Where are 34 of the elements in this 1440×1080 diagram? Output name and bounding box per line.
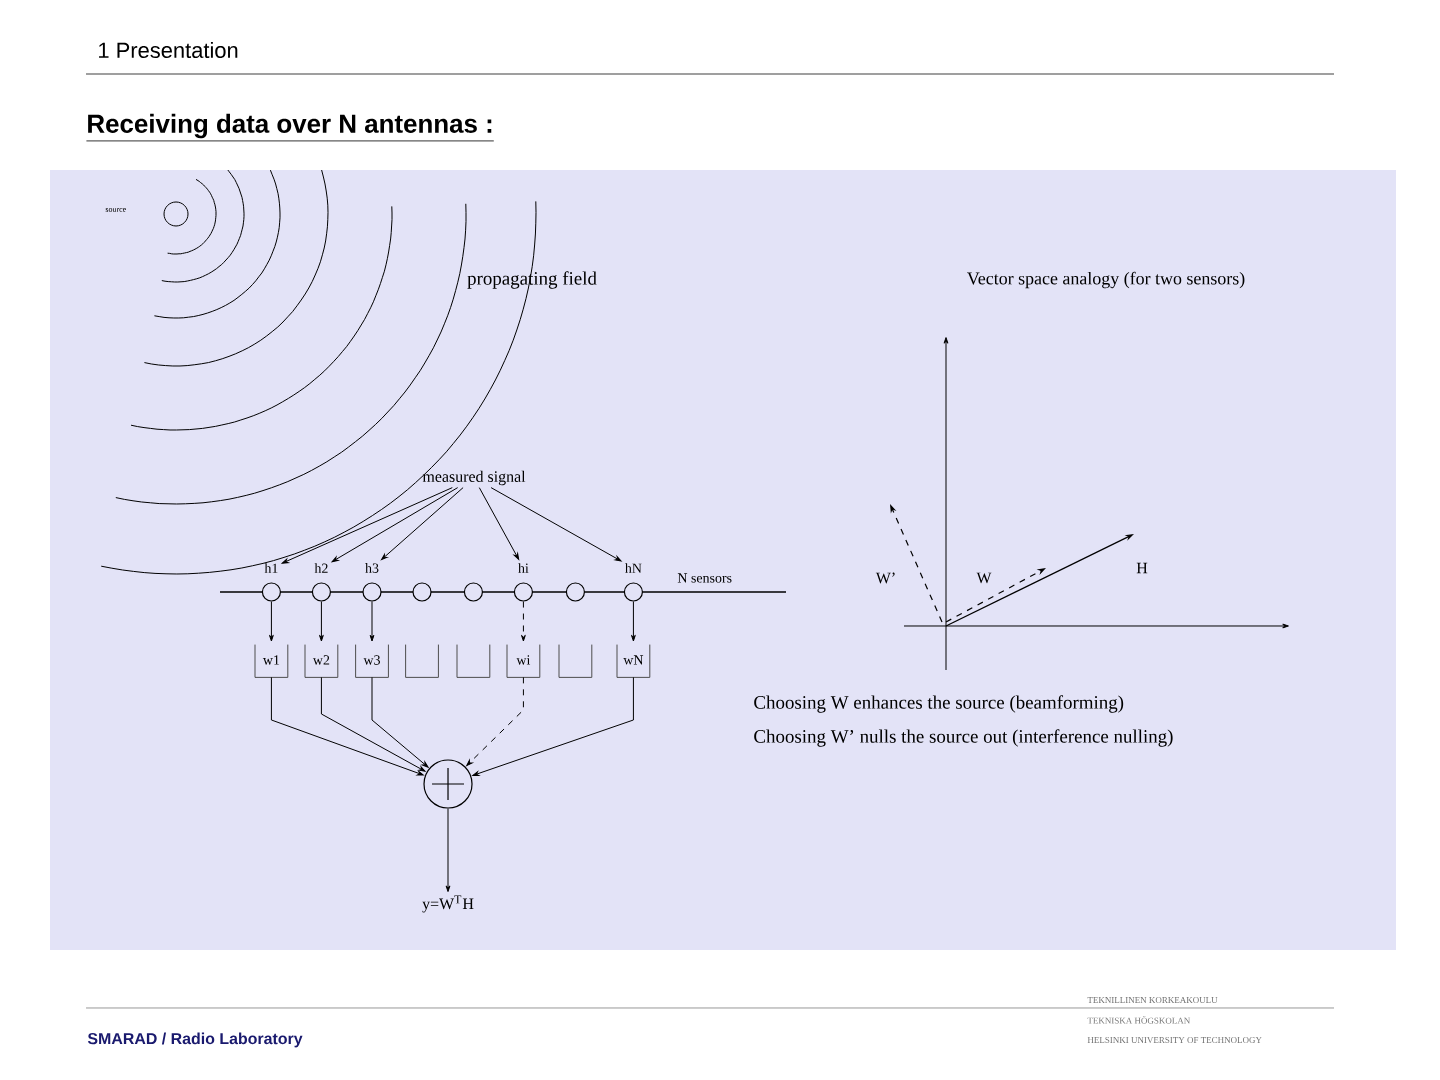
arrow — [380, 487, 464, 561]
arrow — [631, 601, 636, 642]
weight-box — [405, 644, 439, 678]
panel-heading: Vector space analogy (for two sensors) — [967, 271, 1245, 289]
sensor-circle — [513, 582, 533, 602]
weight-box — [558, 644, 593, 678]
arrow — [490, 487, 622, 562]
sensor-circle — [311, 582, 331, 602]
arrow — [369, 601, 375, 642]
summing-junction — [423, 759, 473, 809]
note-text: Choosing W enhances the source (beamforming) — [754, 695, 1124, 713]
weight-box — [456, 644, 491, 678]
arrow — [478, 487, 520, 560]
arrow — [319, 601, 324, 642]
arrow — [320, 676, 426, 772]
sensor-circle — [565, 582, 585, 602]
arrow — [270, 676, 424, 776]
arrow — [466, 676, 524, 767]
arrow — [445, 808, 451, 893]
sensor-circle — [463, 582, 483, 602]
note-text: Choosing W’ nulls the source out (interference nulling) — [754, 729, 1173, 747]
sensor-circle — [412, 582, 432, 602]
arrow — [472, 676, 634, 776]
arrow — [331, 487, 459, 563]
slide-title: Receiving data over N antennas : — [86, 113, 495, 142]
arrow — [371, 676, 429, 768]
arrow — [521, 601, 526, 642]
arrow — [269, 601, 274, 642]
sensor-circle — [261, 582, 281, 602]
arrow — [281, 487, 453, 564]
field-label: propagating field — [467, 271, 597, 289]
sensor-circle — [362, 582, 382, 602]
section-heading: 1 Presentation — [99, 41, 238, 59]
sensor-circle — [623, 582, 643, 602]
